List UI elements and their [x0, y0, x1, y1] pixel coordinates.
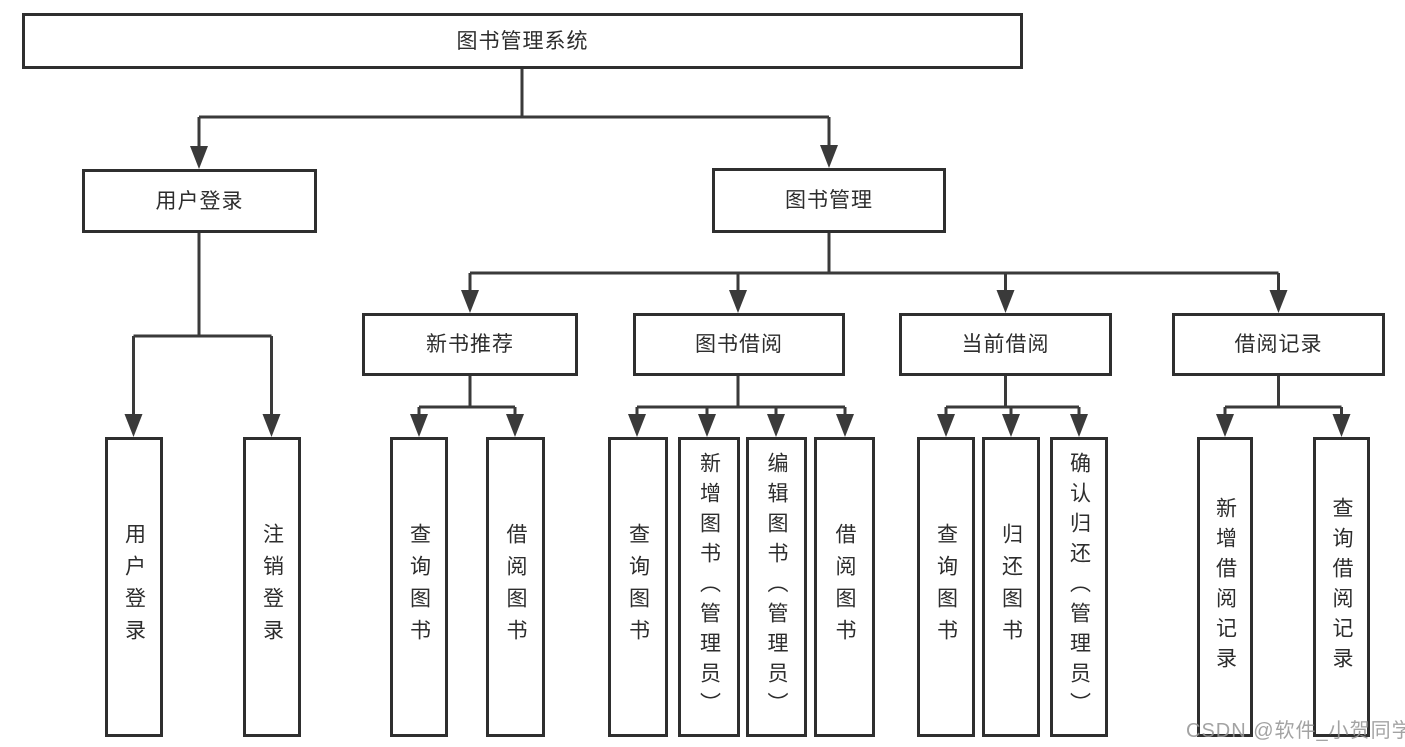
leaf-logout: 注销登录: [243, 437, 301, 737]
leaf-borrow-book-borrowing: 借阅图书: [814, 437, 875, 737]
leaf-confirm-return-admin: 确认归还（管理员）: [1050, 437, 1108, 737]
leaf-user-login: 用户登录: [105, 437, 163, 737]
leaf-add-book-admin: 新增图书（管理员）: [678, 437, 740, 737]
leaf-add-borrow-record: 新增借阅记录: [1197, 437, 1253, 737]
leaf-query-book-recommendation: 查询图书: [390, 437, 448, 737]
watermark: CSDN @软件_小贺同学: [1186, 720, 1405, 742]
leaf-query-book-current: 查询图书: [917, 437, 975, 737]
leaf-query-book-borrowing: 查询图书: [608, 437, 668, 737]
node-user-login: 用户登录: [82, 169, 317, 233]
node-borrowing-records: 借阅记录: [1172, 313, 1385, 376]
node-root: 图书管理系统: [22, 13, 1023, 69]
leaf-borrow-book-recommendation: 借阅图书: [486, 437, 545, 737]
node-book-borrowing: 图书借阅: [633, 313, 845, 376]
leaf-query-borrow-record: 查询借阅记录: [1313, 437, 1370, 737]
node-book-management: 图书管理: [712, 168, 946, 233]
node-current-borrowing: 当前借阅: [899, 313, 1112, 376]
leaf-return-book: 归还图书: [982, 437, 1040, 737]
leaf-edit-book-admin: 编辑图书（管理员）: [746, 437, 807, 737]
node-new-book-recommendation: 新书推荐: [362, 313, 578, 376]
